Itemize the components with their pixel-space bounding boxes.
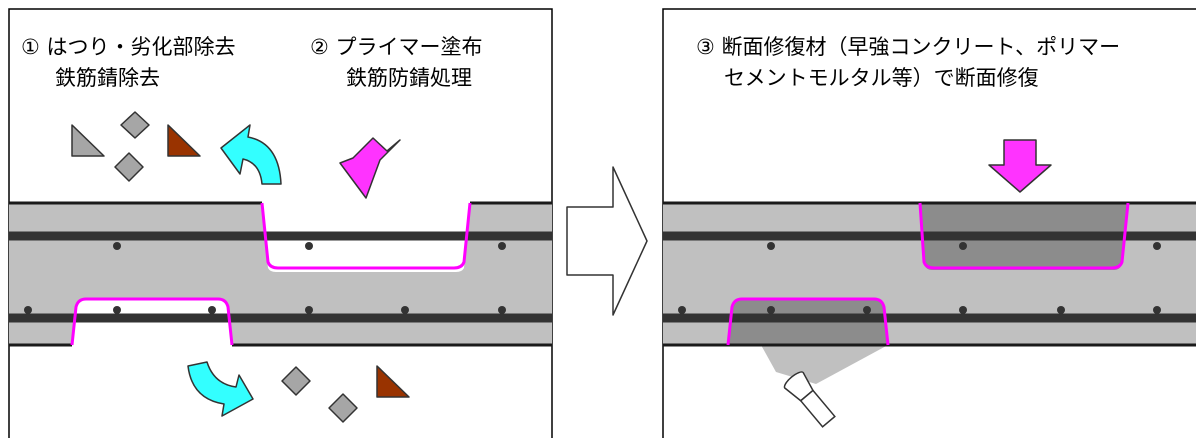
debris-bottom xyxy=(281,365,410,423)
step2-label-line1: ② プライマー塗布 xyxy=(310,35,483,59)
primer-outline-top xyxy=(918,202,1130,270)
step3-label-line1: ③ 断面修復材（早強コンクリート、ポリマー xyxy=(696,35,1120,59)
process-arrow-icon xyxy=(566,166,648,316)
primer-outline-bottom xyxy=(726,297,890,346)
debris-triangle-rust xyxy=(167,124,201,157)
step1-label-line2: 鉄筋錆除去 xyxy=(55,66,160,90)
debris-triangle-gray xyxy=(71,124,105,157)
debris-triangle-rust xyxy=(376,365,410,398)
debris-diamond-gray xyxy=(328,393,358,423)
flashlight-icon xyxy=(783,371,836,428)
debris-diamond-gray xyxy=(120,111,150,139)
primer-arrow-icon xyxy=(339,137,401,199)
primer-outline-bottom xyxy=(70,297,234,346)
transverse-rebars xyxy=(678,242,1161,314)
left-panel: ① はつり・劣化部除去 鉄筋錆除去 ② プライマー塗布 鉄筋防錆処理 xyxy=(8,8,553,438)
primer-outline-top xyxy=(260,202,472,270)
fill-arrow-icon xyxy=(988,139,1052,193)
removal-arrow-top xyxy=(220,124,282,185)
step1-label-line1: ① はつり・劣化部除去 xyxy=(21,35,236,59)
step2-label-line2: 鉄筋防錆処理 xyxy=(346,66,472,90)
debris-top xyxy=(71,111,201,182)
concrete-slab-chipped xyxy=(9,203,552,345)
transverse-rebars xyxy=(24,242,506,314)
step3-label-line2: セメントモルタル等）で断面修復 xyxy=(724,66,1039,90)
right-panel: ③ 断面修復材（早強コンクリート、ポリマー セメントモルタル等）で断面修復 xyxy=(662,8,1196,438)
debris-diamond-gray xyxy=(281,366,311,396)
debris-diamond-gray xyxy=(114,152,144,182)
removal-arrow-bottom xyxy=(187,361,254,417)
light-beam xyxy=(729,300,888,384)
